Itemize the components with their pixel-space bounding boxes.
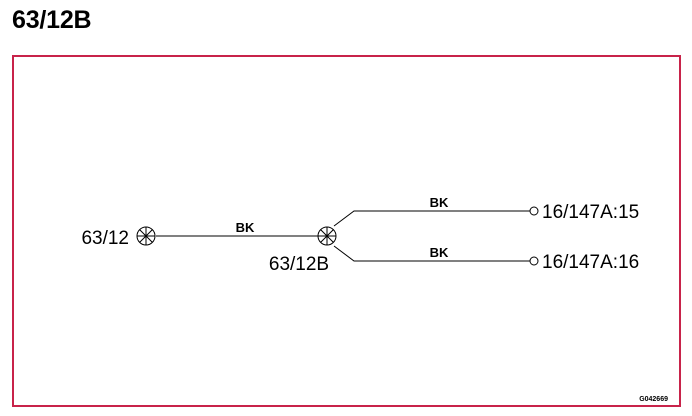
terminal-upper-icon	[529, 206, 539, 216]
splice-icon	[317, 226, 337, 246]
wire-branch-upper	[333, 210, 530, 227]
terminal-upper-label: 16/147A:15	[542, 202, 639, 223]
figure-code: G042669	[639, 396, 668, 403]
wire-main-color: BK	[236, 220, 255, 235]
wire-upper-color: BK	[430, 195, 449, 210]
diagram-frame	[12, 55, 681, 407]
source-connector-icon	[136, 226, 156, 246]
wire-branch-lower	[333, 245, 530, 262]
page-title: 63/12B	[12, 6, 92, 34]
wire-lower-color: BK	[430, 245, 449, 260]
terminal-lower-icon	[529, 256, 539, 266]
source-connector-label: 63/12	[81, 228, 129, 249]
splice-label: 63/12B	[269, 254, 329, 275]
terminal-lower-label: 16/147A:16	[542, 252, 639, 273]
